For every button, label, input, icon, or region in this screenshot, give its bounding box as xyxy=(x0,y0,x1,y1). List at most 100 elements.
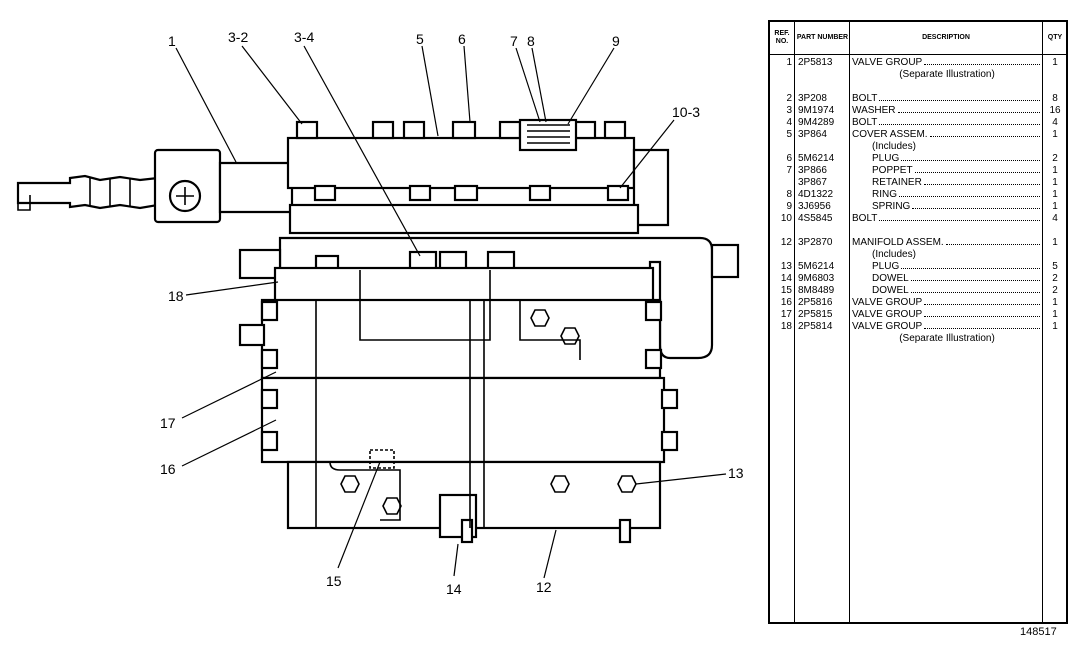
callout-8: 8 xyxy=(527,33,535,49)
callout-5: 5 xyxy=(416,31,424,47)
part-number-cell: 9M4289 xyxy=(798,117,835,128)
ref-number-cell: 10 xyxy=(780,213,792,224)
column-divider xyxy=(794,22,795,622)
leader-dots xyxy=(923,177,1040,185)
callout-15: 15 xyxy=(326,573,342,589)
qty-cell: 2 xyxy=(1052,285,1058,296)
column-divider xyxy=(1042,22,1043,622)
description-cell: MANIFOLD ASSEM. xyxy=(850,237,1042,249)
leader-dots xyxy=(945,237,1040,245)
description-cell: BOLT xyxy=(850,93,1042,105)
description-text: WASHER xyxy=(852,105,896,116)
callout-labels: 1 3-2 3-4 5 6 7 8 9 10-3 18 17 16 13 15 … xyxy=(160,29,744,597)
part-number-cell: 9M6803 xyxy=(798,273,835,284)
description-text: VALVE GROUP xyxy=(852,321,923,332)
table-row: (Includes) xyxy=(770,249,1066,261)
part-number-cell: 3P866 xyxy=(798,165,827,176)
leader-dots xyxy=(924,321,1040,329)
ref-number-cell: 15 xyxy=(780,285,792,296)
qty-cell: 1 xyxy=(1052,129,1058,140)
leader-dots xyxy=(899,189,1040,197)
part-number-cell: 2P5816 xyxy=(798,297,833,308)
ref-number-cell: 7 xyxy=(786,165,792,176)
qty-cell: 1 xyxy=(1052,189,1058,200)
description-text: RING xyxy=(872,189,897,200)
description-cell: (Separate Illustration) xyxy=(850,69,1042,81)
table-row: (Includes) xyxy=(770,141,1066,153)
qty-cell: 8 xyxy=(1052,93,1058,104)
qty-cell: 5 xyxy=(1052,261,1058,272)
qty-cell: 1 xyxy=(1052,165,1058,176)
description-text: DOWEL xyxy=(872,273,909,284)
ref-number-cell: 16 xyxy=(780,297,792,308)
description-text: DOWEL xyxy=(872,285,909,296)
ref-number-cell: 5 xyxy=(786,129,792,140)
ref-number-cell: 9 xyxy=(786,201,792,212)
leader-lines xyxy=(175,45,727,579)
part-number-cell: 3J6956 xyxy=(798,201,831,212)
callout-14: 14 xyxy=(446,581,462,597)
description-text: BOLT xyxy=(852,117,878,128)
qty-cell: 1 xyxy=(1052,297,1058,308)
callout-9: 9 xyxy=(612,33,620,49)
qty-cell: 4 xyxy=(1052,117,1058,128)
ref-number-cell: 1 xyxy=(786,57,792,68)
part-number-cell: 9M1974 xyxy=(798,105,835,116)
leader-dots xyxy=(912,201,1040,209)
valve-stack xyxy=(238,236,740,544)
part-number-cell: 4S5845 xyxy=(798,213,833,224)
callout-10-3: 10-3 xyxy=(672,104,700,120)
qty-cell: 2 xyxy=(1052,273,1058,284)
callout-7: 7 xyxy=(510,33,518,49)
part-number-cell: 2P5814 xyxy=(798,321,833,332)
leader-dots xyxy=(914,165,1040,173)
ref-number-cell: 14 xyxy=(780,273,792,284)
leader-dots xyxy=(910,285,1040,293)
description-cell: VALVE GROUP xyxy=(850,57,1042,69)
ref-number-cell: 8 xyxy=(786,189,792,200)
description-cell: (Includes) xyxy=(850,141,1042,153)
description-cell: BOLT xyxy=(850,117,1042,129)
description-cell: POPPET xyxy=(850,165,1042,177)
description-cell: PLUG xyxy=(850,153,1042,165)
table-row: 7 3P866 POPPET 1 xyxy=(770,165,1066,177)
leader-dots xyxy=(910,273,1040,281)
callout-6: 6 xyxy=(458,31,466,47)
description-text: RETAINER xyxy=(872,177,922,188)
cover-assembly xyxy=(286,118,670,235)
qty-cell: 16 xyxy=(1049,105,1061,116)
callout-1: 1 xyxy=(168,33,176,49)
description-text: (Separate Illustration) xyxy=(899,69,995,80)
leader-dots xyxy=(879,213,1040,221)
part-number-cell: 8M8489 xyxy=(798,285,835,296)
description-cell: (Separate Illustration) xyxy=(850,333,1042,345)
part-number-cell: 3P867 xyxy=(798,177,827,188)
qty-cell: 1 xyxy=(1052,201,1058,212)
qty-cell: 4 xyxy=(1052,213,1058,224)
callout-12: 12 xyxy=(536,579,552,595)
description-cell: COVER ASSEM. xyxy=(850,129,1042,141)
qty-cell: 1 xyxy=(1052,321,1058,332)
qty-cell: 1 xyxy=(1052,57,1058,68)
table-row: 4 9M4289 BOLT 4 xyxy=(770,117,1066,129)
qty-cell: 1 xyxy=(1052,237,1058,248)
description-cell: VALVE GROUP xyxy=(850,321,1042,333)
description-text: PLUG xyxy=(872,153,900,164)
ref-number-cell: 13 xyxy=(780,261,792,272)
leader-dots xyxy=(924,297,1040,305)
ref-number-cell: 4 xyxy=(786,117,792,128)
leader-dots xyxy=(901,261,1040,269)
description-text: (Includes) xyxy=(872,141,916,152)
part-number-cell: 3P2870 xyxy=(798,237,833,248)
leader-dots xyxy=(924,309,1040,317)
